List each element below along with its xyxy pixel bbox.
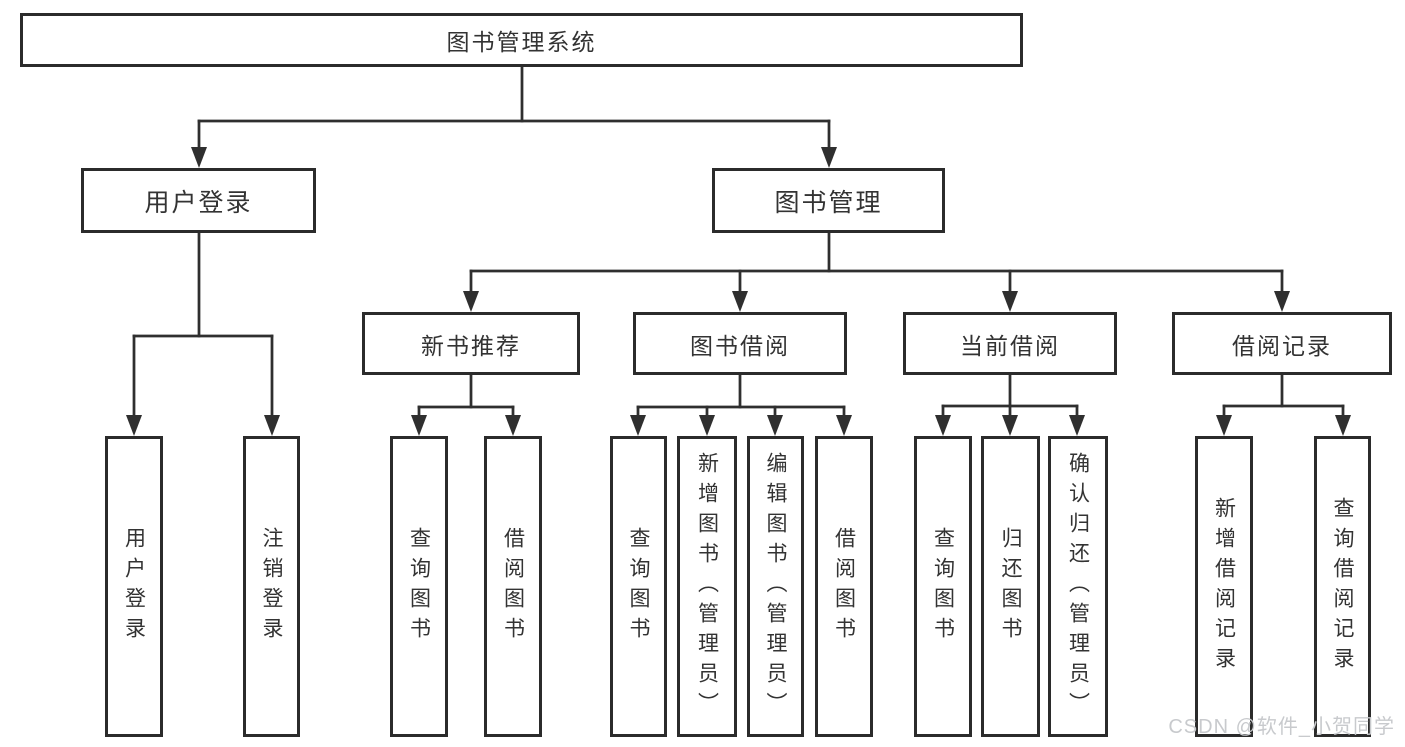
- leaf-current-confirm-return: 确认归还（管理员）: [1048, 436, 1108, 737]
- leaf-borrow-add-books: 新增图书（管理员）: [677, 436, 737, 737]
- node-book-borrowing-label: 图书借阅: [690, 332, 790, 359]
- leaf-borrow-edit-books: 编辑图书（管理员）: [747, 436, 804, 737]
- leaf-rec-query-books-label: 查询图书: [407, 526, 431, 647]
- book-borrowing-branch: [630, 373, 852, 436]
- leaf-borrow-add-books-label: 新增图书（管理员）: [695, 451, 719, 722]
- user-login-branch: [126, 231, 280, 436]
- new-book-recommend-branch: [411, 373, 521, 436]
- node-book-management: 图书管理: [712, 168, 945, 233]
- leaf-records-add-record-label: 新增借阅记录: [1212, 496, 1236, 677]
- leaf-current-return-books-label: 归还图书: [999, 526, 1022, 647]
- node-current-borrowing: 当前借阅: [903, 312, 1117, 375]
- leaf-records-query-record: 查询借阅记录: [1314, 436, 1371, 737]
- borrowing-records-branch: [1216, 373, 1351, 436]
- leaf-user-login-label: 用户登录: [122, 526, 146, 647]
- leaf-logout-label: 注销登录: [260, 526, 283, 647]
- leaf-current-query-books-label: 查询图书: [931, 526, 955, 647]
- leaf-records-add-record: 新增借阅记录: [1195, 436, 1253, 737]
- node-borrowing-records-label: 借阅记录: [1232, 332, 1332, 359]
- leaf-rec-borrow-books-label: 借阅图书: [501, 526, 525, 647]
- leaf-borrow-query-books: 查询图书: [610, 436, 667, 737]
- node-user-login-label: 用户登录: [144, 188, 253, 217]
- node-book-management-label: 图书管理: [774, 188, 883, 217]
- node-user-login: 用户登录: [81, 168, 316, 233]
- node-new-book-recommend: 新书推荐: [362, 312, 580, 375]
- leaf-borrow-borrow-books: 借阅图书: [815, 436, 873, 737]
- node-new-book-recommend-label: 新书推荐: [421, 332, 521, 359]
- leaf-rec-query-books: 查询图书: [390, 436, 448, 737]
- node-root: 图书管理系统: [20, 13, 1023, 67]
- leaf-borrow-query-books-label: 查询图书: [627, 526, 650, 647]
- leaf-records-query-record-label: 查询借阅记录: [1331, 496, 1354, 677]
- root-branch: [191, 65, 837, 168]
- current-borrowing-branch: [935, 373, 1085, 436]
- leaf-user-login: 用户登录: [105, 436, 163, 737]
- node-borrowing-records: 借阅记录: [1172, 312, 1392, 375]
- leaf-borrow-borrow-books-label: 借阅图书: [832, 526, 856, 647]
- watermark: CSDN @软件_小贺同学: [1168, 716, 1395, 738]
- book-management-branch: [463, 231, 1290, 312]
- leaf-current-return-books: 归还图书: [981, 436, 1040, 737]
- leaf-rec-borrow-books: 借阅图书: [484, 436, 542, 737]
- node-current-borrowing-label: 当前借阅: [960, 332, 1060, 359]
- leaf-current-query-books: 查询图书: [914, 436, 972, 737]
- leaf-borrow-edit-books-label: 编辑图书（管理员）: [764, 451, 787, 722]
- node-root-label: 图书管理系统: [446, 29, 597, 55]
- leaf-current-confirm-return-label: 确认归还（管理员）: [1066, 451, 1090, 722]
- node-book-borrowing: 图书借阅: [633, 312, 847, 375]
- leaf-logout: 注销登录: [243, 436, 300, 737]
